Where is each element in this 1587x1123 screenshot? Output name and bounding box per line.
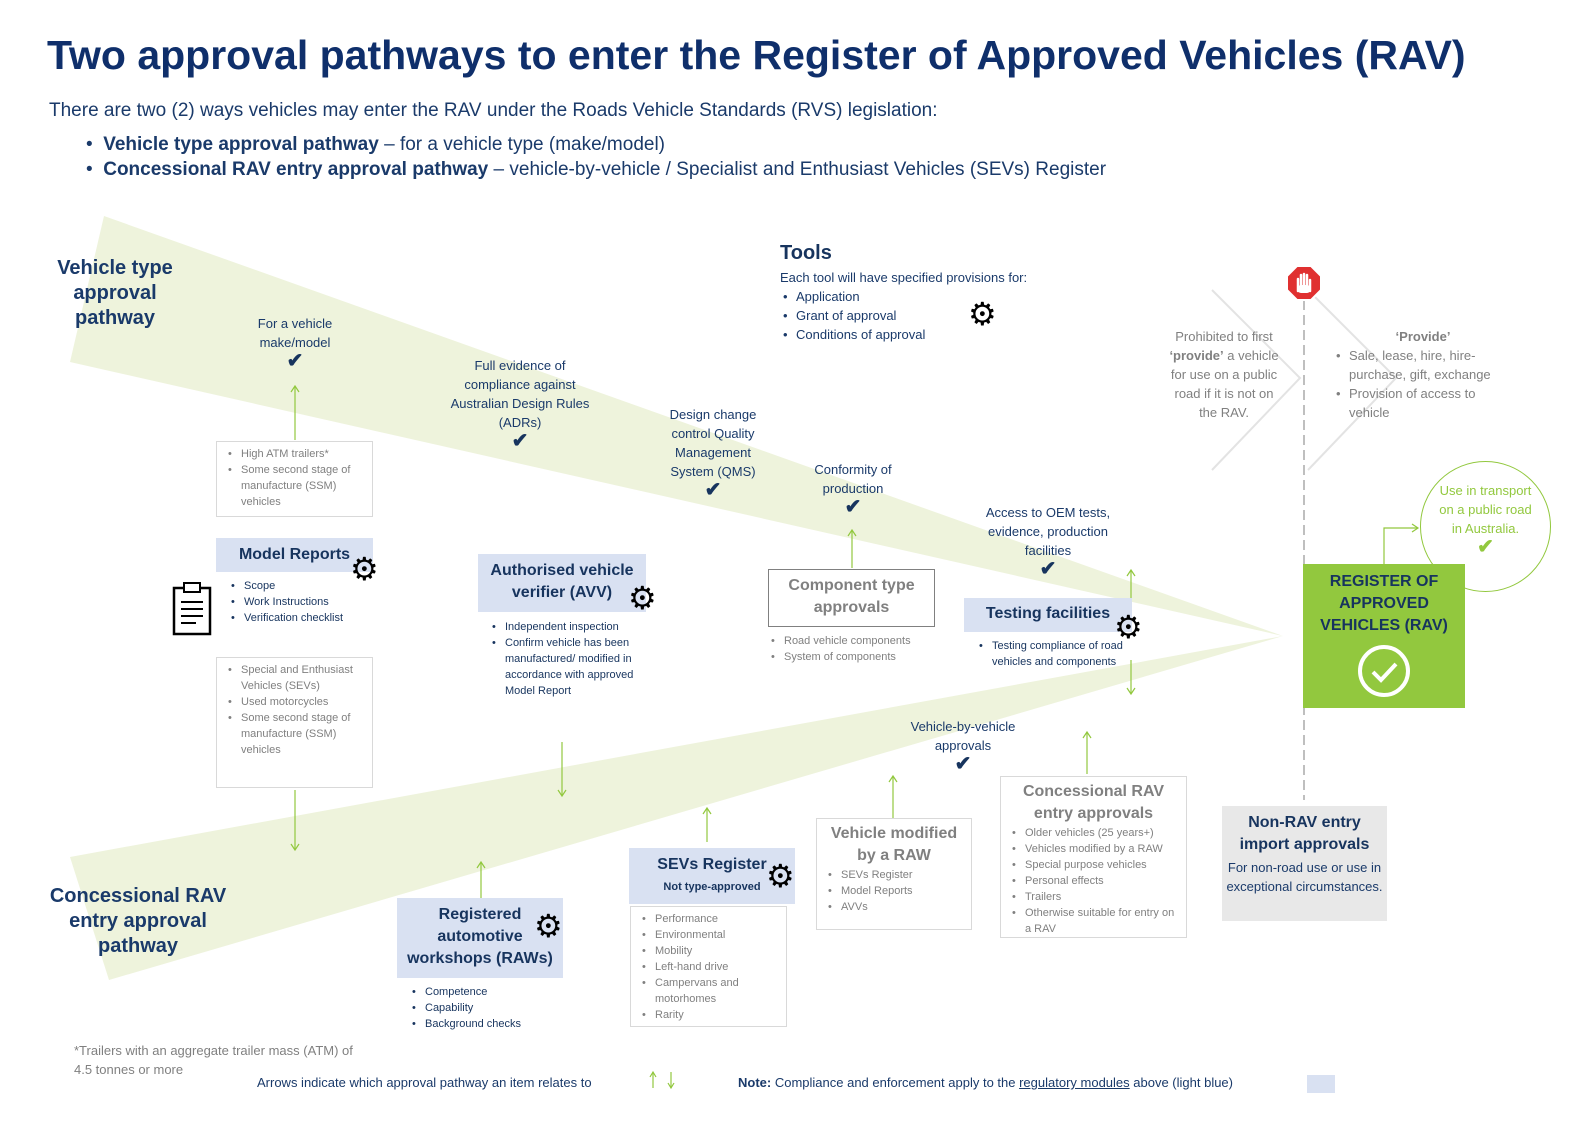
compliance-note: Note: Compliance and enforcement apply t… <box>738 1075 1233 1090</box>
make-model-label: For a vehicle make/model✔ <box>240 314 350 371</box>
clipboard-icon <box>172 582 212 636</box>
wrench-gear-icon: ⚙ <box>968 296 997 332</box>
regulatory-modules-link[interactable]: regulatory modules <box>1019 1075 1130 1090</box>
subtitle: There are two (2) ways vehicles may ente… <box>49 100 938 121</box>
full-evidence-label: Full evidence of compliance against Aust… <box>440 356 600 451</box>
component-type-title: Component type approvals <box>768 569 935 627</box>
check-icon: ✔ <box>844 496 862 518</box>
arrows-note: Arrows indicate which approval pathway a… <box>257 1075 592 1090</box>
raw-list: CompetenceCapabilityBackground checks <box>409 984 521 1032</box>
provide-title: ‘Provide’ <box>1395 329 1451 344</box>
tools-section: Tools Each tool will have specified prov… <box>780 242 1027 344</box>
vehicle-by-vehicle-label: Vehicle-by-vehicle approvals✔ <box>900 717 1026 774</box>
non-rav-body: For non-road use or use in exceptional c… <box>1226 860 1383 894</box>
conformity-label: Conformity of production✔ <box>796 460 910 517</box>
wrench-gear-icon: ⚙ <box>766 858 795 894</box>
design-change-label: Design change control Quality Management… <box>656 405 770 500</box>
concessional-approvals-box: Concessional RAV entry approvals Older v… <box>1000 776 1187 938</box>
bullet-vta: • Vehicle type approval pathway – for a … <box>86 134 666 155</box>
provide-section: ‘Provide’ Sale, lease, hire, hire-purcha… <box>1333 327 1513 422</box>
check-icon: ✔ <box>954 753 972 775</box>
sevs-register-list: PerformanceEnvironmentalMobilityLeft-han… <box>630 906 787 1027</box>
sev-types-box: Special and Enthusiast Vehicles (SEVs)Us… <box>216 657 373 788</box>
avv-list: Independent inspectionConfirm vehicle ha… <box>489 619 649 699</box>
bullet-crav: • Concessional RAV entry approval pathwa… <box>86 159 1107 180</box>
list-item: Application <box>780 287 1027 306</box>
wrench-gear-icon: ⚙ <box>628 580 657 616</box>
check-icon: ✔ <box>704 479 722 501</box>
check-icon: ✔ <box>511 430 529 452</box>
vehicle-modified-box: Vehicle modified by a RAW SEVs RegisterM… <box>816 818 972 930</box>
model-reports-list: ScopeWork InstructionsVerification check… <box>228 578 343 626</box>
non-rav-title: Non-RAV entry import approvals <box>1239 814 1370 853</box>
check-circle-icon <box>1358 645 1410 697</box>
non-rav-box: Non-RAV entry import approvals For non-r… <box>1222 806 1387 921</box>
testing-facilities-title: Testing facilities <box>964 598 1132 632</box>
tools-list: Application Grant of approval Conditions… <box>780 287 1027 344</box>
check-icon: ✔ <box>1039 558 1057 580</box>
list-item: Grant of approval <box>780 306 1027 325</box>
oem-access-label: Access to OEM tests, evidence, productio… <box>970 503 1126 579</box>
check-icon: ✔ <box>286 350 304 372</box>
vta-pathway-label: Vehicle type approval pathway <box>57 257 173 329</box>
high-atm-box: High ATM trailers*Some second stage of m… <box>216 441 373 517</box>
raw-title: Registered automotive workshops (RAWs) <box>397 898 563 978</box>
wrench-gear-icon: ⚙ <box>534 908 563 944</box>
testing-list: Testing compliance of road vehicles and … <box>976 638 1126 670</box>
list-item: Conditions of approval <box>780 325 1027 344</box>
crav-band <box>70 636 1283 980</box>
check-icon: ✔ <box>1477 536 1494 558</box>
concessional-approvals-title: Concessional RAV entry approvals <box>1022 783 1165 822</box>
vta-band <box>70 216 1283 636</box>
prohibited-text: Prohibited to first ‘provide’ a vehicle … <box>1169 329 1279 420</box>
vehicle-modified-title: Vehicle modified by a RAW <box>830 825 958 864</box>
use-in-transport-circle: Use in transport on a public road in Aus… <box>1420 461 1551 592</box>
tools-heading: Tools <box>780 242 832 264</box>
sevs-register-box: SEVs Register Not type-approved <box>629 848 795 904</box>
footnote: *Trailers with an aggregate trailer mass… <box>74 1043 353 1077</box>
avv-title: Authorised vehicle verifier (AVV) <box>478 554 646 612</box>
crav-pathway-label: Concessional RAV entry approval pathway <box>49 885 227 957</box>
sevs-register-title: SEVs Register <box>657 856 767 873</box>
sevs-register-subtitle: Not type-approved <box>663 881 761 893</box>
legend-lightblue-swatch <box>1307 1075 1335 1093</box>
tools-intro: Each tool will have specified provisions… <box>780 270 1028 285</box>
page-title: Two approval pathways to enter the Regis… <box>47 32 1466 78</box>
wrench-gear-icon: ⚙ <box>350 551 379 587</box>
stop-hand-icon <box>1286 265 1322 301</box>
component-list: Road vehicle componentsSystem of compone… <box>768 633 938 665</box>
model-reports-title: Model Reports <box>216 538 373 572</box>
rav-box: REGISTER OF APPROVED VEHICLES (RAV) <box>1303 564 1465 708</box>
prohibited-chevron <box>1211 289 1302 471</box>
